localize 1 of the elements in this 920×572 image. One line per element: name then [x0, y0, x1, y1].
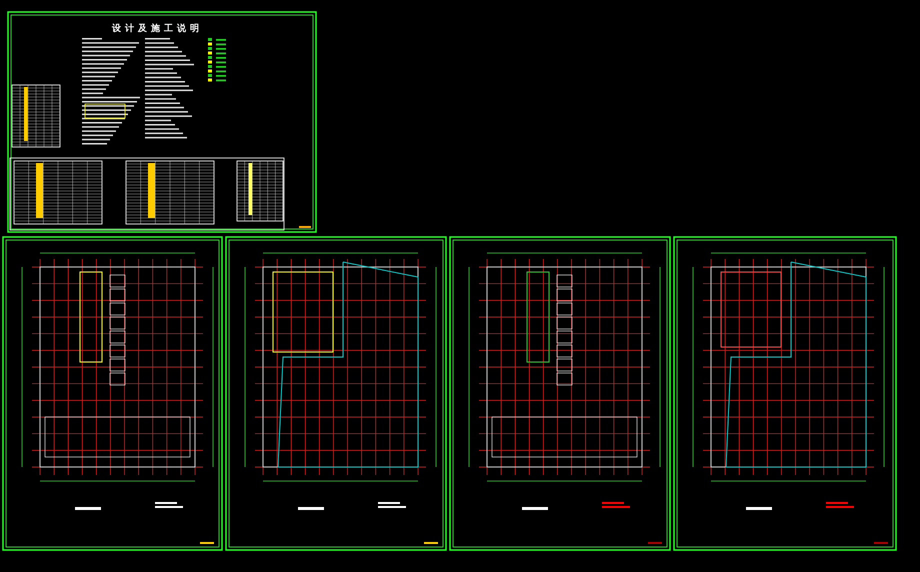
sheet-title: 设计及施工说明 [112, 22, 203, 35]
